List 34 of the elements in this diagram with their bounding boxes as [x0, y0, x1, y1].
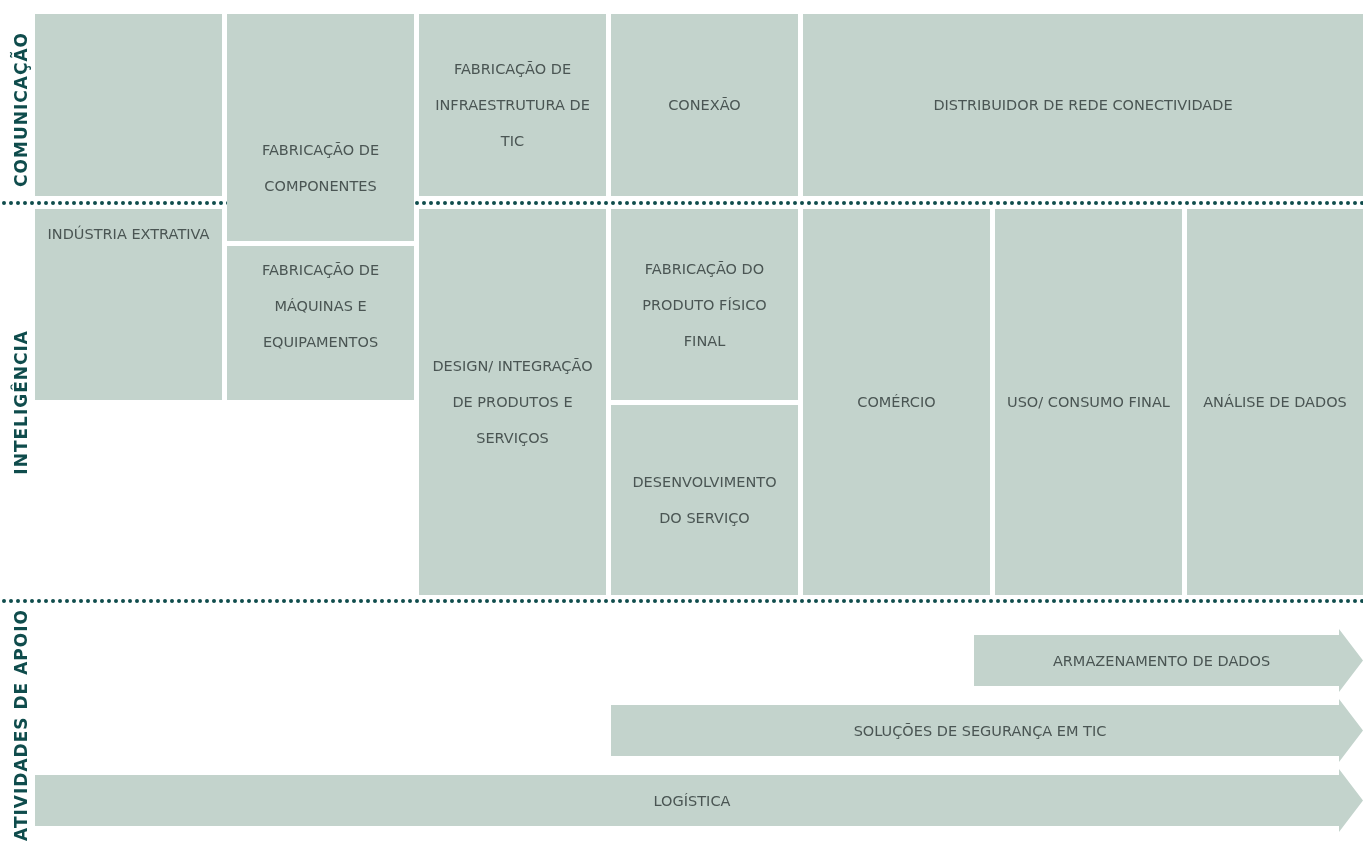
arrow-banner	[974, 629, 1363, 692]
box-label: DISTRIBUIDOR DE REDE CONECTIVIDADE	[932, 96, 1234, 115]
process-box	[419, 209, 606, 595]
process-box	[611, 405, 798, 595]
box-label: CONEXÃO	[667, 96, 742, 115]
process-box	[611, 14, 798, 196]
band-title: INTELIGÊNCIA	[11, 329, 31, 475]
box-label: ARMAZENAMENTO DE DADOS	[1051, 651, 1272, 671]
box-label: FABRICAÇÃO DE MÁQUINAS E EQUIPAMENTOS	[260, 261, 381, 352]
empty-box	[35, 14, 222, 196]
box-label: FABRICAÇÃO DE COMPONENTES	[260, 141, 381, 196]
process-box	[227, 14, 414, 241]
box-label: COMÉRCIO	[856, 393, 937, 412]
band-title: ATIVIDADES DE APOIO	[11, 609, 31, 841]
box-label: INDÚSTRIA EXTRATIVA	[46, 224, 211, 244]
box-label: DESIGN/ INTEGRAÇÃO DE PRODUTOS E SERVIÇOS	[431, 357, 594, 448]
process-box	[995, 209, 1182, 595]
box-label: USO/ CONSUMO FINAL	[1006, 393, 1171, 412]
box-label: ANÁLISE DE DADOS	[1202, 393, 1348, 412]
process-box	[1187, 209, 1363, 595]
box-label: SOLUÇÕES DE SEGURANÇA EM TIC	[852, 721, 1108, 741]
box-label: FABRICAÇÃO DO PRODUTO FÍSICO FINAL	[641, 259, 768, 351]
arrow-banner	[611, 699, 1363, 762]
process-box	[803, 209, 990, 595]
process-box	[35, 209, 222, 400]
process-box	[803, 14, 1363, 196]
box-label: LOGÍSTICA	[652, 791, 732, 811]
box-label: DESENVOLVIMENTO DO SERVIÇO	[631, 473, 778, 528]
process-box	[611, 209, 798, 400]
arrow-banner	[35, 769, 1363, 832]
box-label: FABRICAÇÃO DE INFRAESTRUTURA DE TIC	[434, 60, 591, 151]
process-box	[419, 14, 606, 196]
band-title: COMUNICAÇÃO	[11, 31, 31, 187]
process-box	[227, 246, 414, 400]
